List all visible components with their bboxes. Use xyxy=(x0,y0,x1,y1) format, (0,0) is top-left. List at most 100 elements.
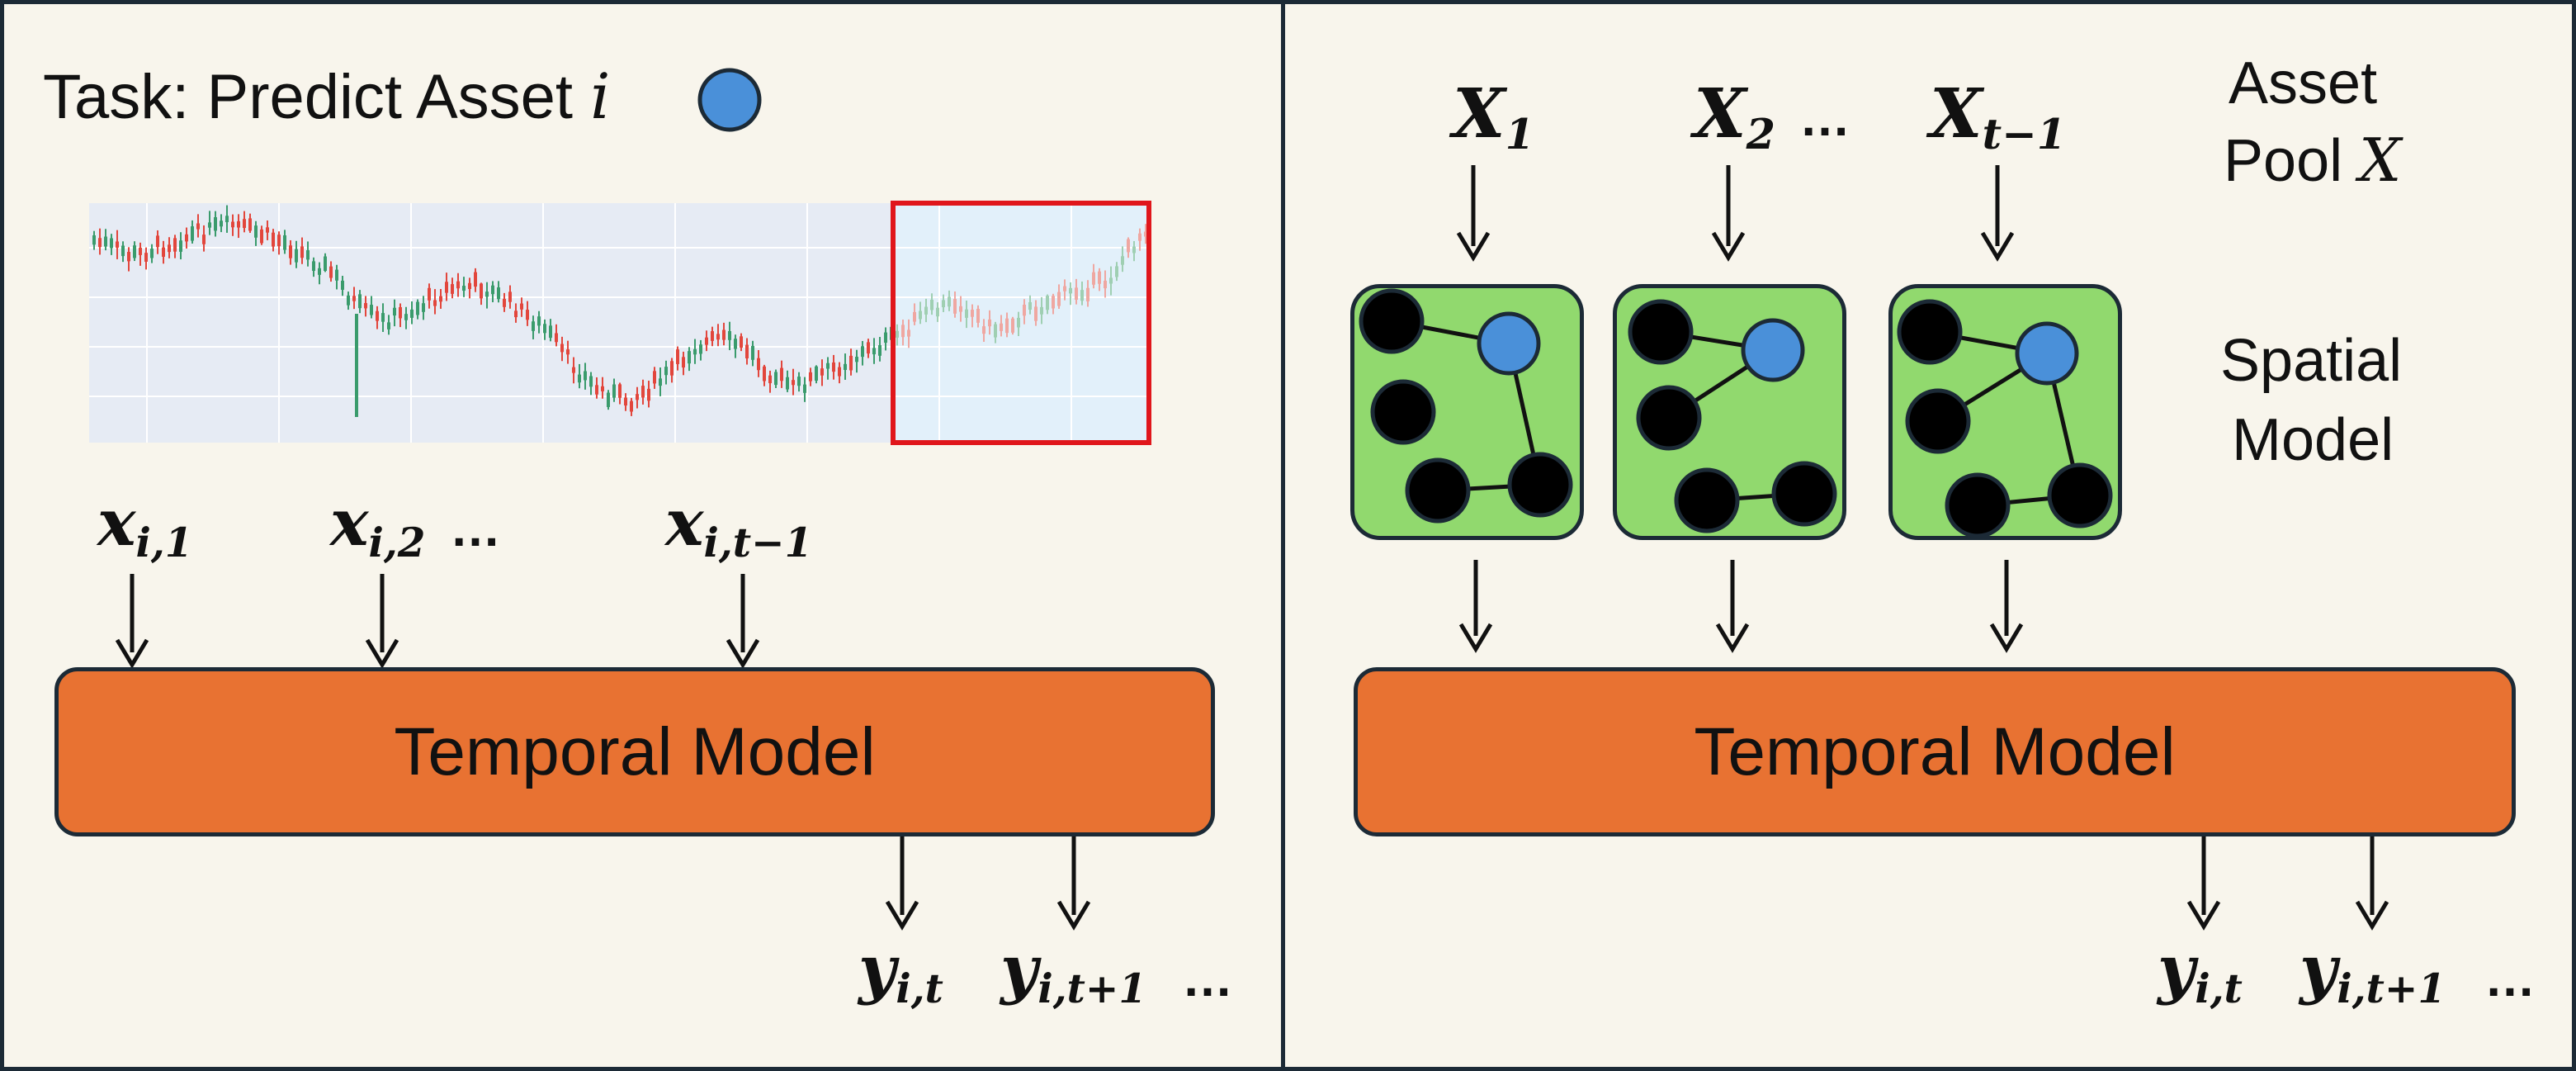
candle-body xyxy=(272,232,275,247)
candle-body xyxy=(809,372,812,381)
candle-body xyxy=(745,344,749,359)
candle-body xyxy=(907,329,910,337)
candle-body xyxy=(959,306,962,312)
right-output-label-1: yi,t xyxy=(2158,931,2243,1012)
candle-body xyxy=(844,363,847,371)
candle-body xyxy=(942,300,945,308)
candle-body xyxy=(156,235,159,248)
temporal-model-label: Temporal Model xyxy=(394,713,876,789)
candle-body xyxy=(462,286,466,291)
candle-body xyxy=(693,348,697,355)
candle-body xyxy=(480,283,483,299)
candle-body xyxy=(127,252,130,262)
candle-body xyxy=(335,269,338,281)
price-chart xyxy=(89,201,1151,445)
spatial-to-temporal-arrows xyxy=(1458,560,2024,653)
candle-body xyxy=(676,349,679,364)
candle-body xyxy=(653,371,656,384)
candle-body xyxy=(578,374,581,383)
candle-body xyxy=(428,287,431,301)
pool-input-label-1: X1 xyxy=(1453,74,1534,159)
candles xyxy=(92,205,1147,417)
output-label-2: yi,t+1 xyxy=(1000,931,1147,1012)
asset-pool-label-line2: Pool X xyxy=(2224,126,2402,195)
candle-body xyxy=(832,362,835,372)
candle-body xyxy=(1092,272,1095,285)
candle-body xyxy=(1063,286,1066,291)
candle-body xyxy=(682,357,685,368)
candle-body xyxy=(1086,287,1089,301)
candle-body xyxy=(266,227,269,233)
candle-body xyxy=(410,309,414,318)
candle-body xyxy=(838,367,841,377)
candle-body xyxy=(1011,318,1014,333)
candle-body xyxy=(358,294,362,309)
candle-body xyxy=(324,256,327,272)
candle-body xyxy=(121,245,125,257)
candle-body xyxy=(965,309,968,318)
candle-body xyxy=(220,220,223,227)
candle-body xyxy=(953,299,957,314)
candle-body xyxy=(341,280,344,290)
candle-body xyxy=(225,216,229,223)
candle-body xyxy=(289,245,292,258)
temporal-model-right: Temporal Model xyxy=(1354,667,2516,836)
candle-body xyxy=(971,310,974,317)
candle-body xyxy=(595,385,598,395)
candle-body xyxy=(716,334,720,340)
candle-body xyxy=(347,295,350,306)
candle-body xyxy=(393,307,396,316)
candle-body xyxy=(618,384,622,398)
candle-body xyxy=(664,367,668,376)
candle-body xyxy=(162,247,165,257)
candle-body xyxy=(555,333,558,343)
candle-body xyxy=(1034,306,1037,321)
candle-body xyxy=(318,268,321,275)
right-input-arrows xyxy=(1456,165,2015,262)
candle-body xyxy=(763,366,766,381)
left-output-arrows xyxy=(885,836,1091,931)
input-label-2: xi,2 xyxy=(330,486,426,566)
candle-body xyxy=(283,235,286,250)
candle-body xyxy=(474,272,477,287)
candle-body xyxy=(1144,231,1147,237)
graph-box-2 xyxy=(1613,284,1846,540)
candle-body xyxy=(549,325,552,339)
candle-body xyxy=(948,296,951,307)
candle-body xyxy=(924,306,928,315)
candle-body xyxy=(404,314,408,320)
left-input-arrows xyxy=(115,574,760,669)
candle-body xyxy=(433,300,437,306)
candle-body xyxy=(612,384,616,398)
candle-body xyxy=(202,235,206,244)
candle-body xyxy=(849,355,853,371)
candle-body xyxy=(364,303,367,309)
candle-body xyxy=(855,357,858,363)
candle-body xyxy=(439,296,442,302)
candle-body xyxy=(728,330,731,340)
candle-body xyxy=(670,361,674,376)
candle-body xyxy=(792,380,795,386)
candle-body xyxy=(532,321,535,331)
candle-body xyxy=(630,400,633,412)
candle-body xyxy=(861,346,864,358)
candle-body xyxy=(456,281,460,289)
candle-body xyxy=(248,218,252,231)
candle-body xyxy=(930,299,934,310)
candle-body xyxy=(185,234,188,242)
candle-body xyxy=(867,342,870,354)
candle-body xyxy=(254,225,258,238)
candle-body xyxy=(1017,317,1020,328)
candle-body xyxy=(1098,271,1101,284)
candle-body xyxy=(526,310,529,320)
candle-body xyxy=(485,291,489,297)
candle-body xyxy=(797,377,801,386)
candle-body xyxy=(399,307,402,319)
candle-body xyxy=(734,339,737,349)
left-panel xyxy=(0,0,1285,1071)
candle-body xyxy=(520,303,523,310)
candle-body xyxy=(508,291,512,302)
input-label-1: xi,1 xyxy=(97,486,193,566)
candle-body xyxy=(1000,323,1003,331)
